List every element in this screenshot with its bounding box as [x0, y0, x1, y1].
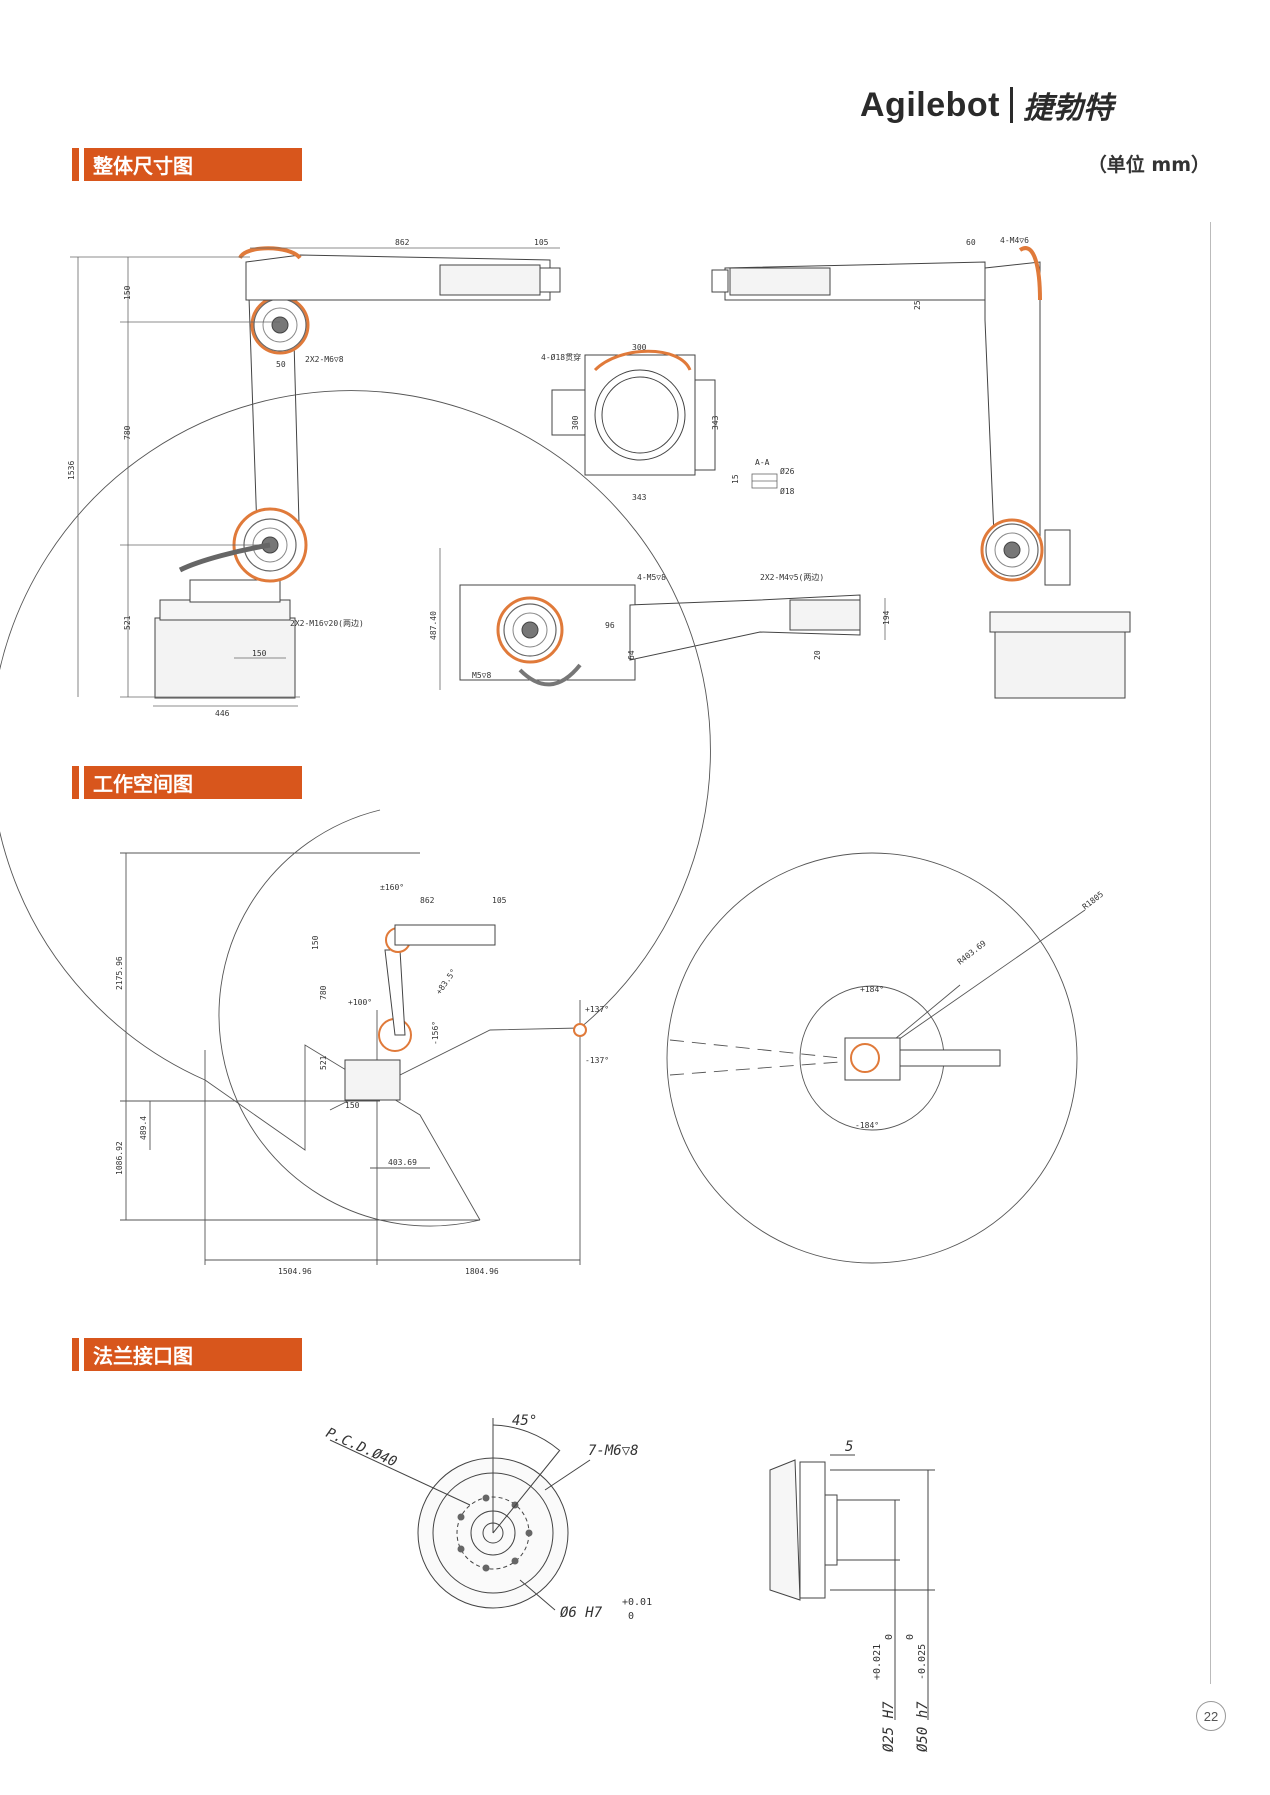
ws-j1-angle: ±160° — [380, 883, 404, 892]
section-accent — [72, 148, 79, 181]
section-header-workspace: 工作空间图 — [72, 766, 302, 799]
dim-section-depth: 15 — [731, 474, 740, 484]
dim-side-offset: 25 — [913, 300, 922, 310]
flange-shaft-inner-tol-upper: +0.021 — [872, 1644, 883, 1680]
dim-base-holes: 4-Ø18贯穿 — [541, 352, 581, 362]
flange-pin-tol-upper: +0.01 — [622, 1597, 652, 1608]
unit-label: （单位 mm） — [1087, 154, 1210, 176]
flange-angle: 45° — [512, 1413, 537, 1429]
ws-j3-angle: +83.5° — [434, 967, 458, 996]
ws-wrist-offset: 105 — [492, 896, 507, 905]
dim-side-holes: 4-M4▽6 — [1000, 236, 1029, 245]
ws-top-angle-pos: +184° — [860, 985, 884, 994]
flange-shaft-inner: Ø25 H7 — [881, 1701, 897, 1752]
workspace-side-view — [0, 390, 711, 1265]
dim-top-hole-2: 2X2-M4▽5(两边) — [760, 572, 824, 582]
ws-base-offset: 150 — [345, 1101, 360, 1110]
section-title: 整体尺寸图 — [84, 148, 302, 181]
logo-text-en: Agilebot — [860, 85, 1000, 124]
dim-upper-arm: 780 — [123, 425, 132, 440]
brand-logo: Agilebot 捷勃特 — [860, 82, 1160, 128]
dim-mount-holes-arm: 2X2-M6▽8 — [305, 355, 344, 364]
dim-top-height: 487.40 — [429, 611, 438, 640]
dim-wrist-width: 50 — [276, 360, 286, 369]
workspace-robot-top — [844, 1037, 1001, 1081]
flange-front-view — [329, 1418, 591, 1611]
workspace-robot-side — [344, 924, 587, 1101]
robot-front-view — [154, 246, 561, 699]
ws-base: 521 — [319, 1055, 328, 1070]
ws-offset-min: 403.69 — [388, 1158, 417, 1167]
ws-height-total: 2175.96 — [115, 956, 124, 990]
logo-text-cn: 捷勃特 — [1022, 91, 1113, 126]
section-title: 法兰接口图 — [84, 1338, 302, 1371]
page-number: 22 — [1196, 1701, 1226, 1731]
dim-base-width: 446 — [215, 709, 230, 718]
flange-pin: Ø6 H7 — [560, 1605, 603, 1621]
flange-pin-tol-lower: 0 — [628, 1611, 634, 1622]
dim-top-width: 194 — [882, 610, 891, 625]
flange-shaft-inner-tol-lower: 0 — [884, 1634, 895, 1640]
flange-shaft-outer-tol-lower: -0.025 — [917, 1644, 928, 1680]
ws-arm-length: 862 — [420, 896, 435, 905]
flange-shaft-outer: Ø50 h7 — [915, 1701, 931, 1752]
ws-height-low: 1086.92 — [115, 1141, 124, 1175]
ws-j5-angle-neg: -137° — [585, 1056, 609, 1065]
ws-reach-front: 1804.96 — [465, 1267, 499, 1276]
ws-top-inner-radius: R403.69 — [956, 939, 988, 967]
front-view-dimensions — [70, 247, 560, 707]
base-top-view — [551, 349, 716, 476]
section-header-dimensions: 整体尺寸图 — [72, 148, 302, 181]
dim-top-hole: 4-M5▽8 — [637, 573, 666, 582]
dim-total-height: 1536 — [67, 461, 76, 480]
dim-base-width-view: 343 — [632, 493, 647, 502]
ws-top-radius: R1805 — [1081, 890, 1106, 912]
dim-shoulder-offset: 150 — [123, 285, 132, 300]
logo-divider — [1009, 87, 1013, 123]
dim-wrist-offset: 105 — [534, 238, 549, 247]
dim-top-offset-3: 20 — [813, 650, 822, 660]
robot-side-view — [711, 246, 1131, 699]
ws-j5-angle-pos: +137° — [585, 1005, 609, 1014]
dim-arm-length: 862 — [395, 238, 410, 247]
ws-top-angle-neg: -184° — [855, 1121, 879, 1130]
section-accent — [72, 1338, 79, 1371]
section-accent — [72, 766, 79, 799]
page-divider-line — [1210, 222, 1211, 1684]
dim-base-hole-spacing: 300 — [571, 415, 580, 430]
flange-depth: 5 — [845, 1439, 853, 1455]
section-aa-detail — [751, 473, 778, 489]
ws-j3-angle-neg: -156° — [431, 1021, 440, 1045]
section-title: 工作空间图 — [84, 766, 302, 799]
section-name: A-A — [755, 458, 770, 467]
flange-shaft-outer-tol-upper: 0 — [905, 1634, 916, 1640]
robot-top-view — [459, 584, 861, 687]
dim-mount-holes-base: 2X2-M16▽20(两边) — [290, 618, 364, 628]
dim-section-outer: Ø26 — [780, 466, 795, 476]
ws-reach-back: 1504.96 — [278, 1267, 312, 1276]
dim-top-offset-2: 64 — [627, 650, 636, 660]
dim-base-offset: 150 — [252, 649, 267, 658]
flange-holes: 7-M6▽8 — [588, 1443, 639, 1459]
dim-base-height: 521 — [123, 615, 132, 630]
dim-side-width: 60 — [966, 238, 976, 247]
ws-upper-arm: 780 — [319, 985, 328, 1000]
dim-base-top: 300 — [632, 343, 647, 352]
dim-section-inner: Ø18 — [780, 486, 795, 496]
ws-j2-angle: +100° — [348, 998, 372, 1007]
ws-shoulder: 150 — [311, 935, 320, 950]
dim-top-offset: 96 — [605, 621, 615, 630]
dim-top-hole-3: M5▽8 — [472, 671, 491, 680]
flange-side-view — [769, 1454, 935, 1720]
ws-height-base: 489.4 — [139, 1116, 148, 1140]
section-header-flange: 法兰接口图 — [72, 1338, 302, 1371]
dim-base-height-view: 343 — [711, 415, 720, 430]
flange-pcd: P.C.D.Ø40 — [323, 1425, 399, 1470]
